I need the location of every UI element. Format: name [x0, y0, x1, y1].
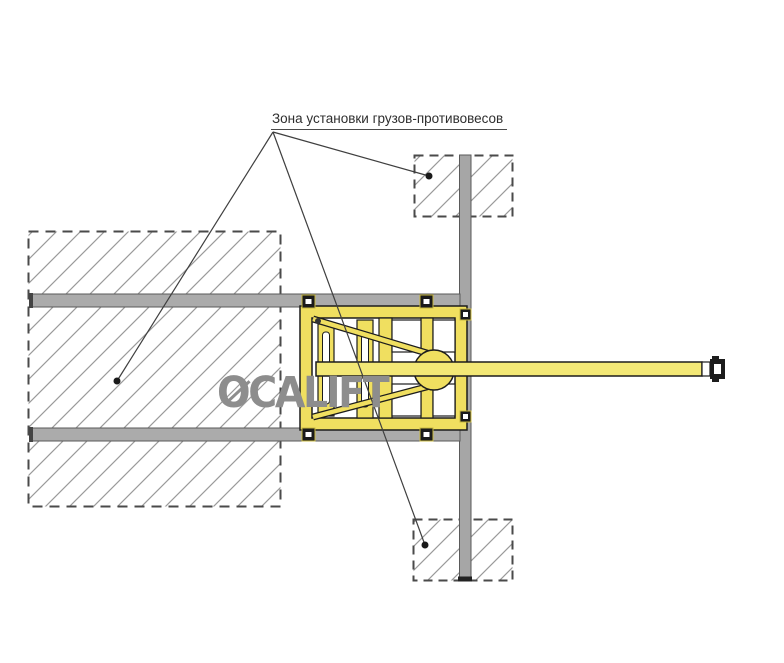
- compartment-top-right: [432, 319, 456, 353]
- boom-tip-slider: [701, 361, 711, 377]
- bottom-beam-end-cap: [29, 427, 33, 442]
- leader-line-bottom-zone: [272, 131, 426, 546]
- clamp-top-right: [419, 294, 434, 309]
- mounting-clamps: [301, 294, 472, 442]
- brace-top: [312, 316, 431, 357]
- top-beam-end-cap: [29, 293, 33, 308]
- clamp-wall-bottom: [459, 410, 472, 423]
- boom-tip-nub-bottom: [712, 378, 719, 382]
- support-beams: [29, 293, 461, 442]
- clamp-wall-top: [459, 308, 472, 321]
- clamp-bottom-right: [419, 427, 434, 442]
- counterweight-zone-left: [27, 230, 282, 508]
- counterweight-zone-label: Зона установки грузов-противовесов: [271, 111, 508, 130]
- leader-line-left-zone: [116, 131, 274, 382]
- boom: [315, 356, 725, 382]
- brace-bottom: [312, 383, 431, 420]
- wall-bottom-cap: [458, 576, 472, 582]
- leader-line-top-zone: [272, 131, 430, 177]
- fork-slot: [322, 331, 330, 365]
- clamp-bottom-left: [301, 427, 316, 442]
- clamp-top-left: [301, 294, 316, 309]
- diagonal-braces: [311, 315, 432, 421]
- leader-lines: [113, 131, 433, 549]
- crane-machine: [299, 294, 725, 442]
- leader-dot-top-zone: [425, 172, 433, 180]
- leader-dot-bottom-zone: [421, 541, 429, 549]
- boom-tip-bracket-slot: [714, 364, 721, 374]
- top-beam: [29, 293, 461, 308]
- leader-dot-left-zone: [113, 377, 121, 385]
- brace-pivot-dot: [315, 318, 321, 324]
- boom-tip-nub-top: [712, 356, 719, 360]
- watermark-text: OCALIFT: [217, 367, 390, 418]
